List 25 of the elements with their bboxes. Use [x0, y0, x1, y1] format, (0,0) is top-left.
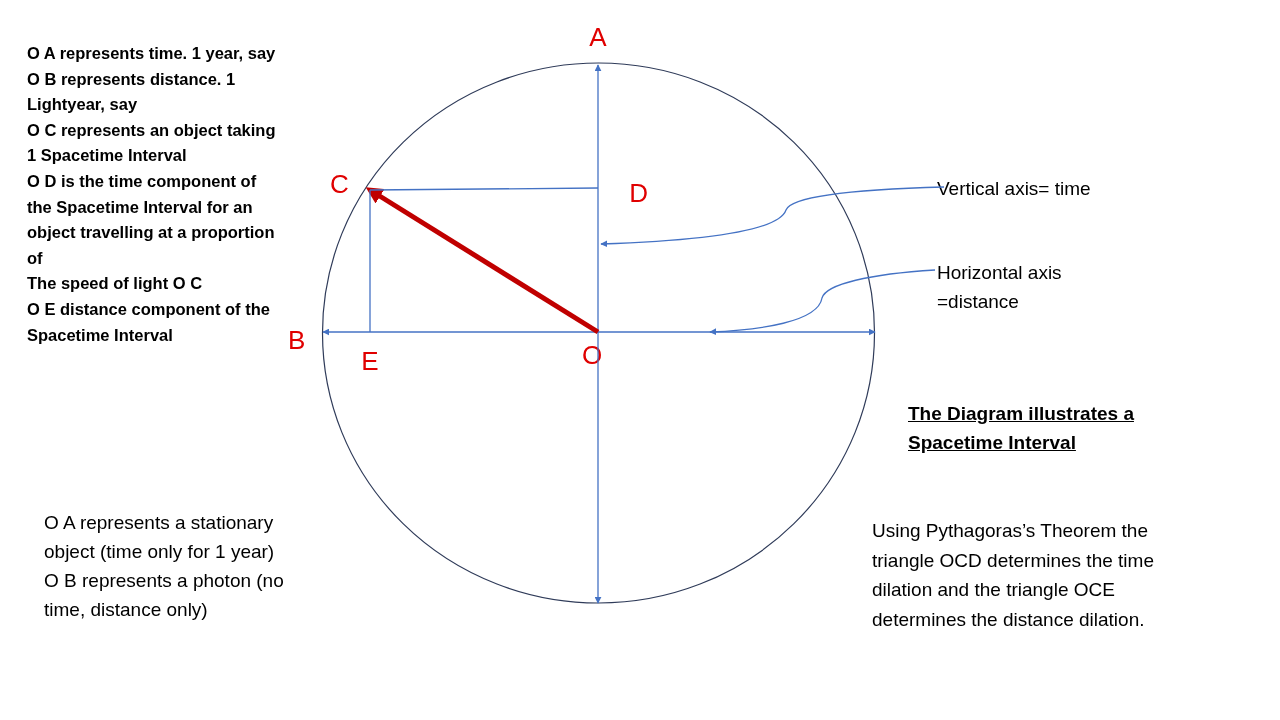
axis-arrow: [597, 328, 876, 336]
leader-line: [709, 269, 936, 336]
point-label: D: [598, 176, 648, 210]
point-label: O: [578, 332, 606, 368]
point-label: E: [356, 332, 384, 374]
axis-arrow: [594, 331, 602, 604]
note-text: O E distance component of the Spacetime Interval: [27, 298, 271, 346]
note-text: O A represents a stationary object (time only for 1 year): [44, 511, 276, 564]
callout-text: Vertical axis= time: [937, 174, 1137, 202]
projection-line: [369, 187, 599, 191]
projection-line: [369, 189, 371, 333]
note-text: O A represents time. 1 year, say: [27, 43, 277, 64]
point-label: C: [330, 168, 370, 200]
note-text: O B represents a photon (no time, distance only): [44, 569, 284, 622]
note-text: O D is the time component of the Spacetime Interval for an object travelling at a proportion of: [27, 170, 276, 269]
note-text: O B represents distance. 1 Lightyear, say: [27, 68, 237, 116]
title: The Diagram illustrates a Spacetime Interval: [908, 402, 1135, 455]
point-label: B: [288, 322, 323, 358]
leader-line: [600, 186, 945, 248]
vector-arrow: [365, 187, 600, 335]
note-text: O C represents an object taking 1 Spacetime Interval: [27, 119, 277, 167]
callout-text: Horizontal axis =distance: [937, 258, 1137, 316]
note-text: The speed of light O C: [27, 273, 204, 295]
note-text: Using Pythagoras’s Theorem the triangle OCD determines the time dilation and the triangle OCE determines the distance dilation.: [872, 519, 1155, 632]
point-label: A: [584, 24, 612, 65]
